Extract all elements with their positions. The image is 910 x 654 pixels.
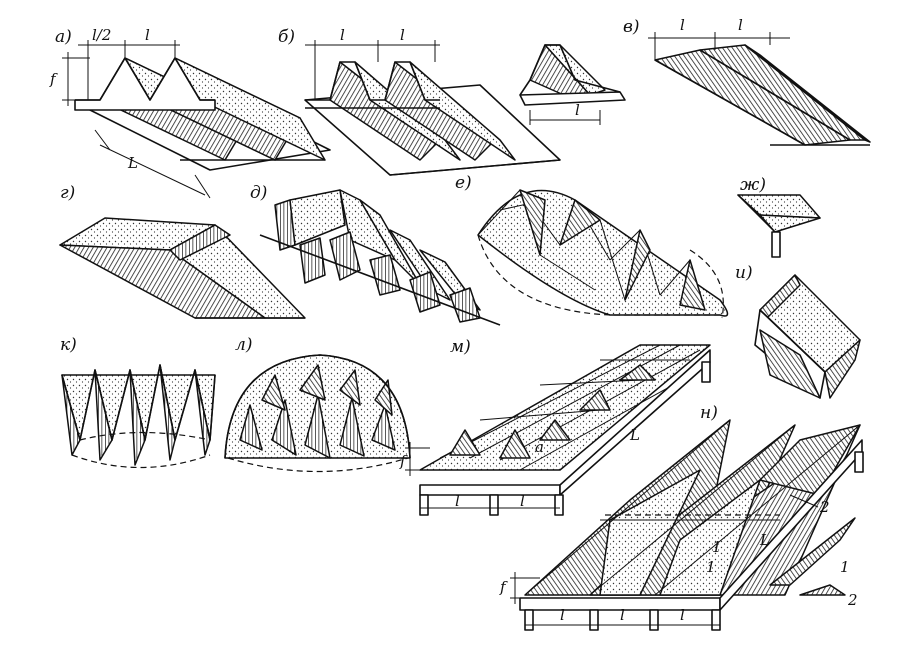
fig-m-folded-slab [405, 344, 711, 516]
label-1-n-b: 1 [706, 558, 716, 576]
dim-l-n1: l [560, 606, 565, 624]
fig-v-thin-fold [648, 32, 871, 146]
label-v: в) [623, 17, 640, 37]
fig-zh-inverted-pyramid [737, 194, 821, 258]
label-a: а) [55, 27, 72, 47]
fig-d-zigzag-vault [259, 189, 501, 326]
fig-n-folded-roof [510, 419, 864, 631]
dim-f-n: f [499, 578, 508, 596]
dim-L-m: L [629, 426, 640, 444]
label-1-n-a: 1 [712, 538, 722, 556]
label-2-n-b: 2 [847, 591, 858, 609]
dim-a-m: a [535, 438, 544, 456]
label-e: е) [455, 173, 472, 193]
dim-f-a: f [49, 70, 58, 88]
fig-k-folded-ring [61, 364, 216, 469]
dim-l-v2: l [738, 16, 743, 34]
fig-l-folded-dome [224, 354, 411, 473]
dim-l-n3: l [680, 606, 685, 624]
label-i: и) [735, 263, 753, 283]
fig-a-triangular-fold [62, 40, 331, 199]
label-2-n-a: 2 [819, 498, 830, 516]
fig-b-trapezoid-fold [304, 40, 626, 176]
fig-g-prism [59, 217, 306, 319]
fig-e-triangulated-vault [477, 189, 729, 319]
label-d: д) [250, 183, 267, 203]
dim-l-half: l/2 [92, 26, 111, 44]
label-zh: ж) [740, 175, 766, 195]
label-k: к) [60, 335, 77, 355]
label-m: м) [450, 337, 471, 357]
dim-L-a: L [127, 154, 138, 172]
dim-l-b3: l [575, 101, 580, 119]
label-b: б) [278, 27, 295, 47]
dim-L-n: L [759, 531, 770, 549]
label-n: н) [700, 403, 718, 423]
dim-l-b2: l [400, 26, 405, 44]
dim-l-m2: l [520, 492, 525, 510]
dim-l-m1: l [455, 492, 460, 510]
dim-f-m: f [399, 452, 408, 470]
label-1-n-c: 1 [840, 558, 850, 576]
dim-l-a: l [145, 26, 150, 44]
fig-i-gable-cell [754, 274, 861, 399]
label-g: г) [60, 183, 75, 203]
dim-l-v1: l [680, 16, 685, 34]
dim-l-b1: l [340, 26, 345, 44]
dim-l-n2: l [620, 606, 625, 624]
label-l: л) [235, 335, 252, 355]
